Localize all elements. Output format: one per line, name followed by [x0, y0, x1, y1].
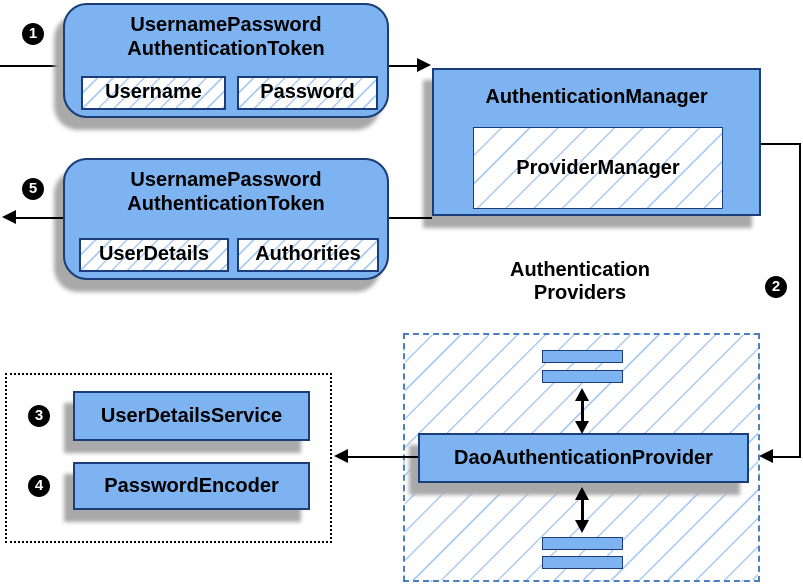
- flow-line-incoming-request: [0, 65, 63, 67]
- arrowhead-down-icon: [575, 520, 589, 533]
- provider-slot-bar: [542, 537, 623, 550]
- result-token-title: UsernamePassword AuthenticationToken: [65, 160, 387, 216]
- user-details-service-label: UserDetailsService: [100, 404, 283, 427]
- password-encoder-node: PasswordEncoder: [73, 462, 310, 510]
- result-token-node: UsernamePassword AuthenticationToken Use…: [63, 158, 389, 280]
- flow-line-token-to-manager: [389, 65, 418, 67]
- step-3-badge: 3: [28, 405, 50, 427]
- step-2-badge: 2: [765, 276, 787, 298]
- provider-slot-bar: [542, 556, 623, 569]
- username-field: Username: [81, 76, 226, 110]
- flow-line-manager-out: [761, 143, 801, 145]
- double-arrow-top: [575, 388, 589, 434]
- arrowhead-up-icon: [575, 388, 589, 401]
- result-token-title-line1: UsernamePassword: [130, 169, 322, 191]
- request-token-title: UsernamePassword AuthenticationToken: [65, 5, 387, 61]
- user-details-field: UserDetails: [79, 238, 229, 272]
- dao-authentication-provider-label: DaoAuthenticationProvider: [454, 446, 713, 469]
- arrowhead-dao-to-services: [334, 449, 348, 463]
- authentication-providers-label-line2: Providers: [533, 282, 627, 304]
- provider-manager-label: ProviderManager: [516, 156, 680, 179]
- double-arrow-bottom: [575, 487, 589, 533]
- double-arrow-stem: [580, 399, 584, 423]
- provider-slot-bar: [542, 350, 623, 363]
- request-token-node: UsernamePassword AuthenticationToken Use…: [63, 3, 389, 118]
- provider-slot-bar: [542, 370, 623, 383]
- arrowhead-result-out: [2, 210, 16, 224]
- double-arrow-stem: [580, 498, 584, 522]
- arrowhead-token-to-manager: [417, 58, 431, 72]
- flow-line-dao-to-services: [348, 456, 418, 458]
- arrowhead-up-icon: [575, 487, 589, 500]
- authentication-manager-node: AuthenticationManager ProviderManager: [432, 68, 761, 216]
- arrowhead-down-icon: [575, 421, 589, 434]
- provider-manager-node: ProviderManager: [473, 127, 723, 209]
- arrowhead-into-dao: [759, 449, 773, 463]
- flow-line-right-vertical: [799, 143, 801, 458]
- flow-line-result-out: [16, 217, 63, 219]
- credential-services-box: [5, 373, 332, 543]
- authentication-providers-label-line1: Authentication: [510, 259, 650, 281]
- step-4-badge: 4: [28, 475, 50, 497]
- flow-line-into-dao: [773, 456, 801, 458]
- flow-line-manager-to-result: [389, 217, 432, 219]
- request-token-title-line1: UsernamePassword: [130, 14, 322, 36]
- authorities-field: Authorities: [237, 238, 379, 272]
- dao-authentication-provider-node: DaoAuthenticationProvider: [418, 433, 749, 483]
- password-field: Password: [237, 76, 378, 110]
- password-encoder-label: PasswordEncoder: [104, 474, 279, 497]
- user-details-service-node: UserDetailsService: [73, 391, 310, 441]
- request-token-title-line2: AuthenticationToken: [127, 38, 325, 60]
- step-5-badge: 5: [22, 178, 44, 200]
- result-token-title-line2: AuthenticationToken: [127, 193, 325, 215]
- step-1-badge: 1: [22, 23, 44, 45]
- authentication-providers-label: Authentication Providers: [430, 259, 730, 305]
- authentication-manager-title: AuthenticationManager: [485, 86, 708, 108]
